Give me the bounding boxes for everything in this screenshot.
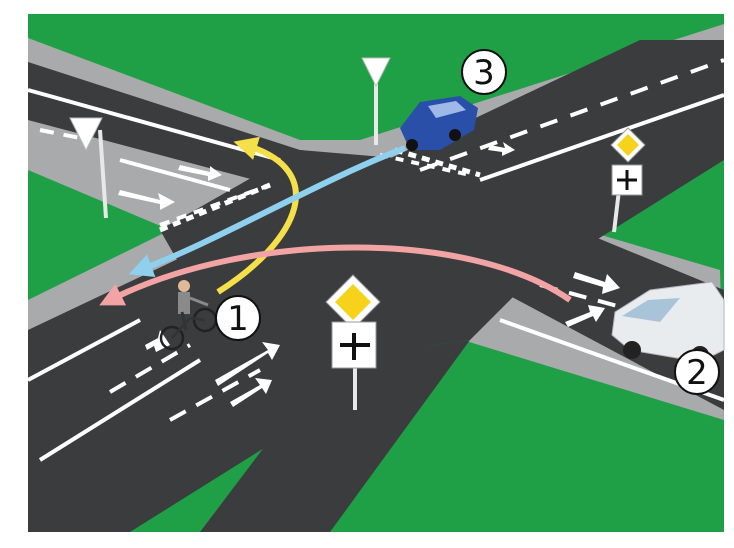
priority-road-sign-right bbox=[610, 127, 646, 233]
label-participant-2: 2 bbox=[674, 349, 720, 395]
yield-sign-top bbox=[361, 57, 391, 145]
svg-text:1: 1 bbox=[227, 299, 249, 339]
road-arrows bbox=[118, 142, 620, 407]
give-way-lines bbox=[159, 147, 481, 233]
label-participant-3: 3 bbox=[461, 49, 507, 95]
roadway bbox=[28, 40, 724, 532]
blue-car bbox=[400, 96, 478, 151]
svg-text:2: 2 bbox=[686, 353, 708, 393]
yellow-path-arrow bbox=[216, 136, 299, 295]
blue-path-arrow bbox=[128, 145, 407, 278]
svg-text:3: 3 bbox=[473, 53, 495, 93]
yield-sign-left bbox=[69, 117, 108, 219]
priority-road-sign-center bbox=[325, 274, 381, 410]
red-path-arrow bbox=[99, 244, 572, 306]
label-participant-1: 1 bbox=[215, 295, 261, 341]
